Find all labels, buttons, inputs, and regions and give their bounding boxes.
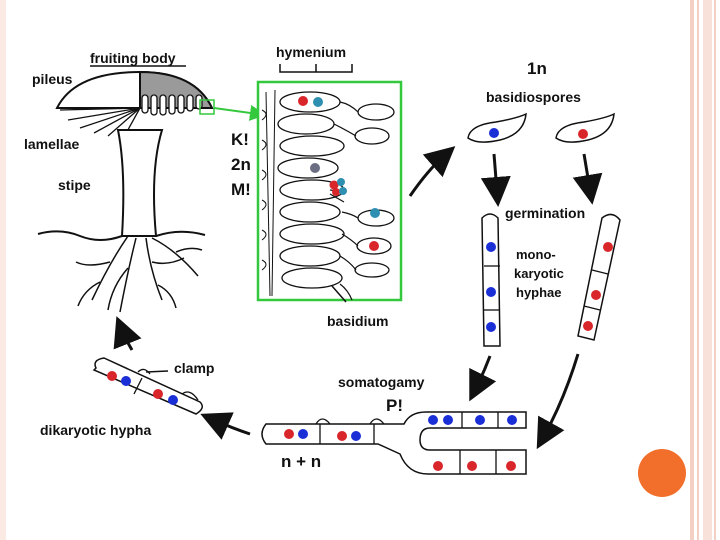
label-n-plus-n: n + n xyxy=(281,452,321,471)
cycle-arrows xyxy=(113,146,603,450)
label-dikaryotic-hypha: dikaryotic hypha xyxy=(40,422,151,438)
label-germination: germination xyxy=(505,205,585,221)
dikaryotic-hypha xyxy=(92,357,203,415)
label-lamellae: lamellae xyxy=(24,136,79,152)
right-border-stripe xyxy=(703,0,712,540)
label-hymenium: hymenium xyxy=(276,44,346,60)
right-border-stripe xyxy=(714,0,716,540)
label-plasmogamy: P! xyxy=(386,396,403,415)
fusing-hyphae xyxy=(261,411,527,475)
mushroom xyxy=(37,70,266,313)
label-clamp: clamp xyxy=(174,360,214,376)
label-haploid: 1n xyxy=(527,59,547,78)
label-fruiting-body: fruiting body xyxy=(90,50,176,66)
basidiospores xyxy=(467,112,615,143)
label-stipe: stipe xyxy=(58,177,91,193)
label-basidiospores: basidiospores xyxy=(486,89,581,105)
label-karyogamy: K! xyxy=(231,130,249,149)
label-basidium: basidium xyxy=(327,313,388,329)
label-diploid: 2n xyxy=(231,155,251,174)
left-border xyxy=(0,0,6,540)
right-border-stripe xyxy=(697,0,699,540)
label-mono-3: hyphae xyxy=(516,285,562,300)
hymenium-detail xyxy=(256,80,403,302)
orange-accent-dot xyxy=(638,449,686,497)
label-meiosis: M! xyxy=(231,180,251,199)
label-pileus: pileus xyxy=(32,71,73,87)
monokaryotic-hyphae xyxy=(481,213,621,347)
label-somatogamy: somatogamy xyxy=(338,374,425,390)
right-border-stripe xyxy=(690,0,694,540)
label-mono-2: karyotic xyxy=(514,266,564,281)
label-mono-1: mono- xyxy=(516,247,556,262)
